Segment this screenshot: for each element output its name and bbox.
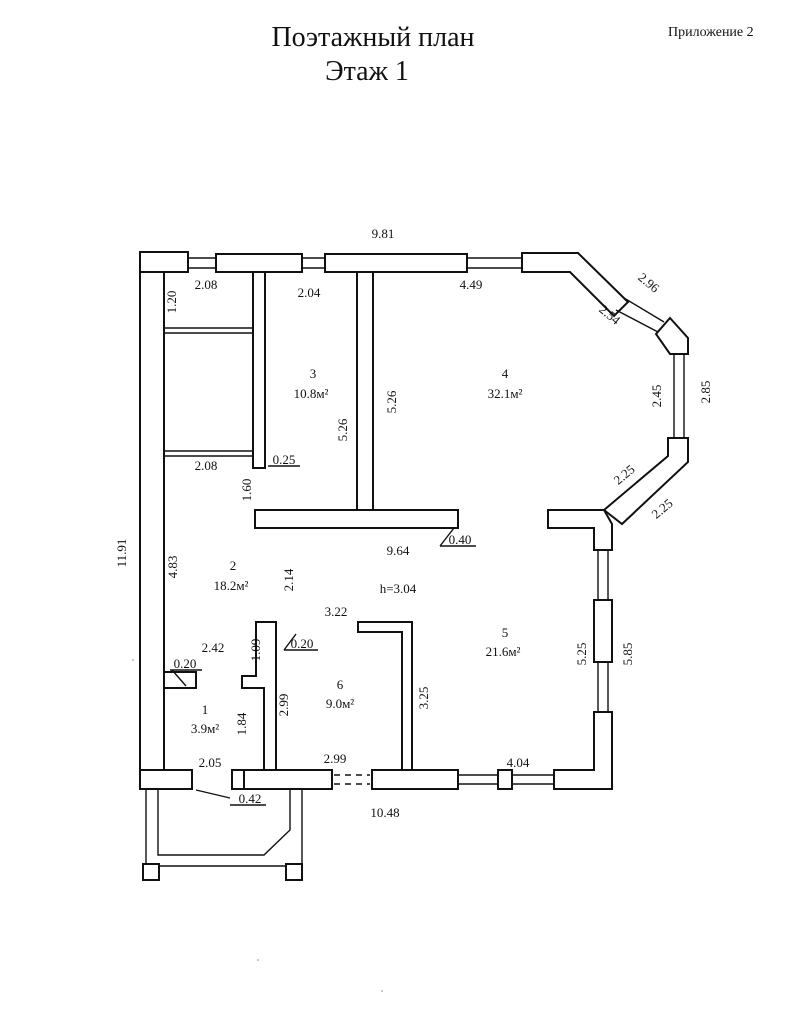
dim-0-20-room1: 0.20 <box>174 656 197 671</box>
dim-5-26-right: 5.26 <box>384 390 399 413</box>
dim-1-09: 1.09 <box>248 639 263 662</box>
room-1-area: 3.9м² <box>191 721 219 736</box>
dim-2-85: 2.85 <box>698 381 713 404</box>
room-2-number: 2 <box>230 558 237 573</box>
partition-horizontal <box>254 509 459 529</box>
dim-2-42: 2.42 <box>202 640 225 655</box>
wall-top-2 <box>215 253 303 273</box>
wall-bay-bottom <box>602 437 689 526</box>
wall-right-bottom <box>553 711 613 790</box>
dim-2-05: 2.05 <box>199 755 222 770</box>
windows <box>188 257 685 785</box>
dim-4-04: 4.04 <box>507 755 530 770</box>
dim-2-99-bottom: 2.99 <box>324 751 347 766</box>
dim-0-25: 0.25 <box>273 452 296 467</box>
dim-3-25: 3.25 <box>416 687 431 710</box>
wall-top-3 <box>324 253 468 273</box>
dim-2-08-top: 2.08 <box>195 277 218 292</box>
dim-0-20-room6: 0.20 <box>291 636 314 651</box>
room-5-number: 5 <box>502 625 509 640</box>
wall-bottom-pier <box>497 769 513 790</box>
outer-walls <box>139 251 689 790</box>
partition-room3-left <box>252 271 266 469</box>
wall-bay-top <box>654 316 689 355</box>
partition-room3-4 <box>356 271 374 511</box>
wall-bottom-jamb <box>231 769 245 790</box>
dim-5-25: 5.25 <box>574 643 589 666</box>
room-6-area: 9.0м² <box>326 696 354 711</box>
wall-bottom-left <box>139 769 193 790</box>
leader-lines <box>170 465 476 806</box>
room-1-number: 1 <box>202 702 209 717</box>
dim-2-08-mid: 2.08 <box>195 458 218 473</box>
room-5-area: 21.6м² <box>486 644 521 659</box>
dim-2-25-inner: 2.25 <box>611 461 638 487</box>
wall-top-1 <box>139 251 189 273</box>
dim-bottom-total: 10.48 <box>370 805 399 820</box>
dim-3-22: 3.22 <box>325 604 348 619</box>
dim-2-45: 2.45 <box>649 385 664 408</box>
dim-1-84: 1.84 <box>234 712 249 735</box>
room-2-area: 18.2м² <box>214 578 249 593</box>
room-4-number: 4 <box>502 366 509 381</box>
wall-top-angled <box>521 252 630 318</box>
interior-walls <box>163 271 459 771</box>
dimension-labels: 9.81 2.08 2.04 4.49 2.08 0.25 9.64 0.40 … <box>114 226 713 820</box>
dim-0-42: 0.42 <box>239 791 262 806</box>
room-6-number: 6 <box>337 677 344 692</box>
dim-left-total: 11.91 <box>114 539 129 568</box>
dim-9-64: 9.64 <box>387 543 410 558</box>
wall-left <box>139 251 165 790</box>
wall-bottom-3 <box>371 769 459 790</box>
ceiling-height: h=3.04 <box>380 581 417 596</box>
room-3-number: 3 <box>310 366 317 381</box>
plan-title: Поэтажный план <box>271 22 474 53</box>
appendix-label: Приложение 2 <box>668 25 754 40</box>
partition-room6-right <box>357 621 413 771</box>
dim-1-60: 1.60 <box>239 479 254 502</box>
dim-top-total: 9.81 <box>372 226 395 241</box>
partition-room6-left <box>241 621 277 771</box>
room-4-area: 32.1м² <box>488 386 523 401</box>
wall-corner-right <box>547 509 613 551</box>
room-labels: 3 10.8м² 4 32.1м² 2 18.2м² 5 21.6м² 6 9.… <box>191 366 523 736</box>
dim-5-85: 5.85 <box>620 643 635 666</box>
floor-label: Этаж 1 <box>325 56 409 87</box>
dim-2-14: 2.14 <box>281 568 296 591</box>
dim-4-83: 4.83 <box>165 556 180 579</box>
dim-2-99-vertical: 2.99 <box>276 694 291 717</box>
dim-2-25-outer: 2.25 <box>649 495 676 521</box>
dim-1-20: 1.20 <box>164 291 179 314</box>
dim-4-49: 4.49 <box>460 277 483 292</box>
room-3-area: 10.8м² <box>294 386 329 401</box>
wall-right-mid <box>593 599 613 663</box>
porch <box>142 789 303 881</box>
dim-0-40: 0.40 <box>449 532 472 547</box>
dim-2-04: 2.04 <box>298 285 321 300</box>
dim-2-96: 2.96 <box>635 269 662 295</box>
wall-bottom-2 <box>231 769 333 790</box>
dim-5-26-left: 5.26 <box>335 418 350 441</box>
